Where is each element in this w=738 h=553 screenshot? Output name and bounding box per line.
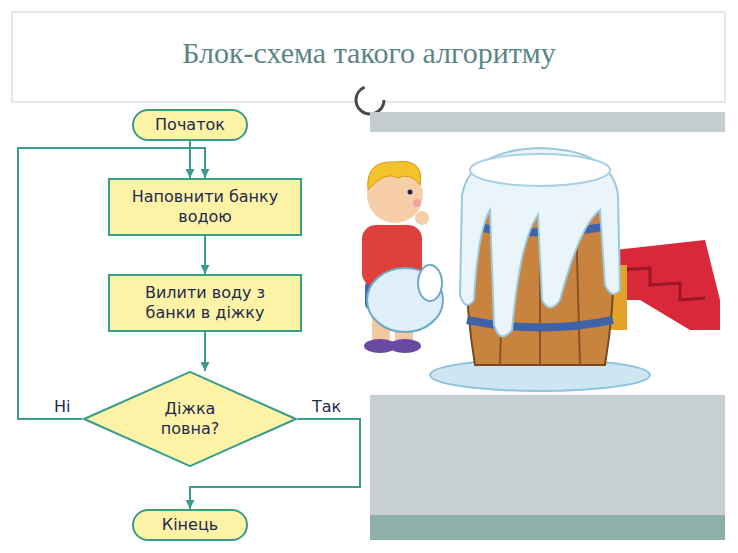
boy xyxy=(362,161,443,353)
process-box: Наповнити банку водою xyxy=(108,178,302,236)
slide-title: Блок-схема такого алгоритму xyxy=(14,36,724,70)
edge-label: Так xyxy=(310,397,343,416)
edge-label: Ні xyxy=(52,397,72,416)
decision-diamond: Діжка повна? xyxy=(82,371,298,467)
band xyxy=(370,515,725,540)
node-text: Кінець xyxy=(162,515,218,535)
process-box: Вилити воду з банки в діжку xyxy=(108,274,302,332)
flow-arrow xyxy=(204,236,206,274)
title-ornament xyxy=(356,86,384,114)
node-text: Початок xyxy=(155,115,225,135)
flow-arrow xyxy=(204,332,206,371)
panel xyxy=(370,395,725,515)
terminal-box: Кінець xyxy=(132,509,248,541)
stairs xyxy=(605,240,720,330)
terminal-box: Початок xyxy=(132,109,248,141)
picture-ground xyxy=(370,132,725,395)
flow-arrow xyxy=(189,141,191,178)
node-text: Вилити воду з банки в діжку xyxy=(120,283,290,323)
node-text: Діжка повна? xyxy=(145,399,235,439)
barrel xyxy=(460,148,620,365)
band xyxy=(370,112,725,132)
node-text: Наповнити банку водою xyxy=(130,187,280,227)
